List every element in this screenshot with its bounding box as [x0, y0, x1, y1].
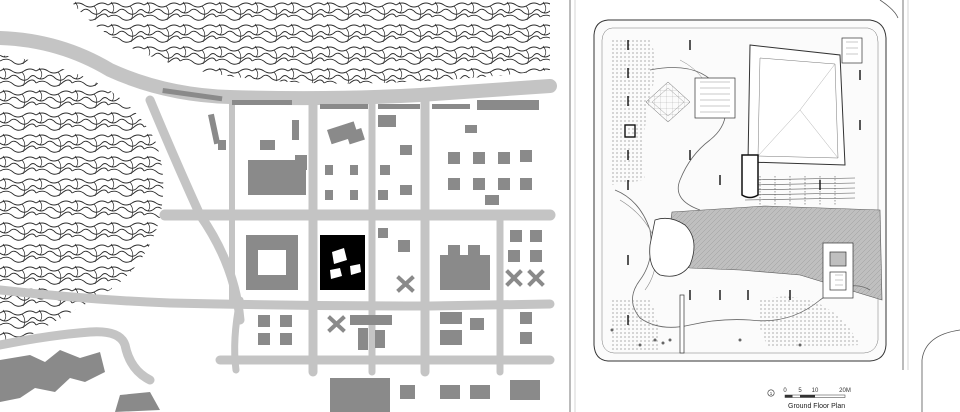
- plan-title: Ground Floor Plan: [788, 403, 846, 410]
- north-label: 1: [770, 391, 773, 396]
- seating: [744, 176, 856, 205]
- diamond-grid: [645, 81, 691, 123]
- scale-tick-10: 10: [812, 388, 819, 394]
- contour-area-west: [0, 55, 164, 345]
- roads: [0, 31, 557, 385]
- north-arrow-icon: [767, 389, 775, 397]
- curved-pavilion: [649, 217, 695, 277]
- columns: [627, 40, 861, 325]
- project-site: [320, 235, 365, 290]
- scale-tick-20m: 20M: [839, 388, 851, 394]
- main-hall: [747, 44, 846, 166]
- scale-tick-5: 5: [798, 388, 802, 394]
- scale-bar: 1 0 5 10 20M: [767, 388, 851, 398]
- tower-core: [822, 242, 854, 299]
- fixtures: [610, 328, 802, 347]
- floor-plan: 1 0 5 10 20M: [569, 0, 960, 412]
- street-edge-top: [879, 0, 899, 19]
- site-plan: [0, 0, 557, 412]
- central-core: [694, 77, 759, 199]
- cross-markers: [327, 269, 545, 333]
- buildings: [0, 87, 542, 412]
- contour-area-north: [70, 0, 550, 84]
- paved-area: [612, 40, 655, 185]
- scale-tick-0: 0: [783, 388, 787, 394]
